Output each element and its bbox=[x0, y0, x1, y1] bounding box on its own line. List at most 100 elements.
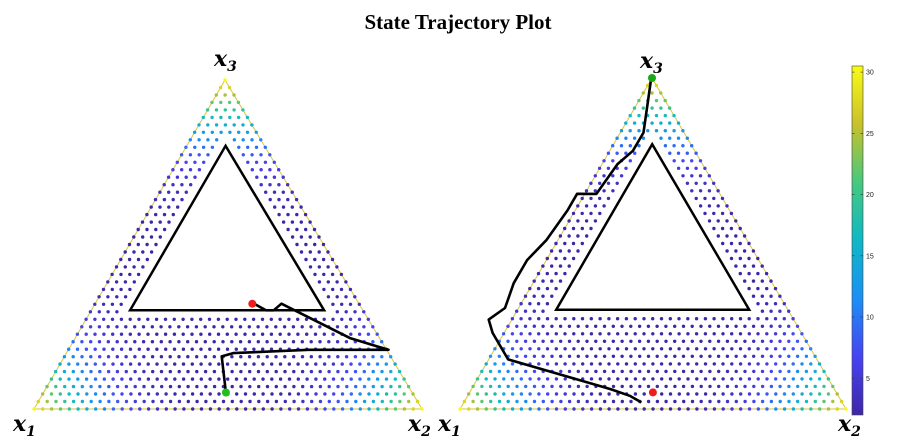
field-dot bbox=[651, 377, 655, 381]
field-dot bbox=[175, 175, 180, 179]
field-dot bbox=[221, 399, 226, 404]
field-dot bbox=[145, 242, 149, 247]
field-dot bbox=[571, 256, 576, 261]
field-dot bbox=[567, 339, 572, 343]
field-dot bbox=[322, 287, 326, 292]
field-dot bbox=[106, 355, 111, 359]
field-dot bbox=[598, 362, 602, 366]
field-dot bbox=[641, 91, 645, 95]
field-dot bbox=[296, 332, 300, 336]
field-dot bbox=[620, 339, 624, 343]
field-dot bbox=[787, 339, 791, 343]
field-dot bbox=[279, 407, 283, 411]
field-dot bbox=[774, 392, 778, 396]
field-dot bbox=[154, 227, 158, 232]
field-dot bbox=[650, 106, 654, 110]
field-dot bbox=[747, 392, 752, 396]
field-dot bbox=[228, 130, 232, 134]
field-dot bbox=[756, 407, 760, 411]
field-dot bbox=[98, 369, 102, 374]
field-dot bbox=[384, 362, 388, 366]
field-dot bbox=[677, 392, 681, 396]
field-dot bbox=[730, 317, 734, 321]
field-dot bbox=[467, 407, 471, 411]
field-dot bbox=[248, 399, 252, 404]
field-dot bbox=[747, 362, 752, 366]
field-dot bbox=[703, 166, 707, 170]
field-dot bbox=[106, 310, 110, 314]
field-dot bbox=[141, 325, 146, 329]
field-dot bbox=[349, 377, 353, 381]
field-dot bbox=[532, 309, 536, 313]
field-dot bbox=[524, 384, 528, 389]
left-start-marker bbox=[221, 388, 230, 397]
field-dot bbox=[371, 384, 375, 389]
field-dot bbox=[497, 369, 502, 374]
field-dot bbox=[515, 324, 519, 328]
field-dot bbox=[281, 220, 286, 224]
field-dot bbox=[765, 362, 769, 366]
field-dot bbox=[177, 325, 181, 329]
field-dot bbox=[716, 324, 721, 328]
field-dot bbox=[655, 369, 659, 374]
field-dot bbox=[119, 302, 123, 306]
field-dot bbox=[184, 175, 188, 179]
field-dot bbox=[467, 392, 471, 396]
field-dot bbox=[695, 377, 699, 381]
field-dot bbox=[458, 407, 462, 411]
field-dot bbox=[195, 384, 199, 389]
field-dot bbox=[97, 340, 102, 344]
field-dot bbox=[716, 354, 721, 358]
field-dot bbox=[168, 369, 172, 374]
colorbar-tick-label: 30 bbox=[866, 70, 874, 77]
field-dot bbox=[173, 407, 177, 411]
field-dot bbox=[611, 399, 616, 404]
field-dot bbox=[637, 339, 642, 343]
field-dot bbox=[141, 340, 146, 344]
field-dot bbox=[225, 332, 229, 336]
field-dot bbox=[637, 129, 641, 133]
field-dot bbox=[76, 362, 80, 366]
field-dot bbox=[199, 332, 203, 336]
field-dot bbox=[171, 197, 175, 202]
field-dot bbox=[593, 219, 598, 223]
field-dot bbox=[725, 324, 729, 328]
field-dot bbox=[274, 399, 279, 404]
field-dot bbox=[734, 234, 738, 238]
field-dot bbox=[120, 392, 124, 396]
field-dot bbox=[571, 241, 576, 246]
field-dot bbox=[528, 302, 532, 306]
field-dot bbox=[340, 362, 344, 366]
field-dot bbox=[730, 347, 734, 351]
field-dot bbox=[655, 384, 659, 389]
field-dot bbox=[305, 407, 310, 411]
left-vertex-label-x2: x2 bbox=[407, 411, 431, 440]
field-dot bbox=[36, 399, 40, 404]
field-dot bbox=[327, 369, 331, 374]
field-dot bbox=[576, 234, 580, 238]
field-dot bbox=[239, 384, 243, 389]
field-dot bbox=[286, 183, 290, 187]
field-dot bbox=[133, 340, 137, 344]
field-dot bbox=[159, 340, 163, 344]
field-dot bbox=[501, 332, 506, 336]
field-dot bbox=[563, 317, 567, 321]
field-dot bbox=[330, 272, 335, 277]
field-dot bbox=[397, 369, 402, 374]
field-dot bbox=[128, 362, 133, 366]
field-dot bbox=[585, 354, 589, 358]
field-dot bbox=[756, 302, 760, 306]
field-dot bbox=[308, 220, 312, 224]
field-dot bbox=[690, 144, 694, 148]
field-dot bbox=[563, 377, 567, 381]
colorbar-tick-label: 15 bbox=[866, 253, 874, 260]
field-dot bbox=[642, 377, 646, 381]
field-dot bbox=[541, 264, 545, 268]
field-dot bbox=[120, 377, 124, 381]
field-dot bbox=[191, 407, 195, 411]
field-dot bbox=[576, 384, 581, 389]
field-dot bbox=[177, 369, 181, 374]
field-dot bbox=[708, 339, 712, 343]
field-dot bbox=[362, 325, 366, 329]
field-dot bbox=[646, 129, 650, 133]
